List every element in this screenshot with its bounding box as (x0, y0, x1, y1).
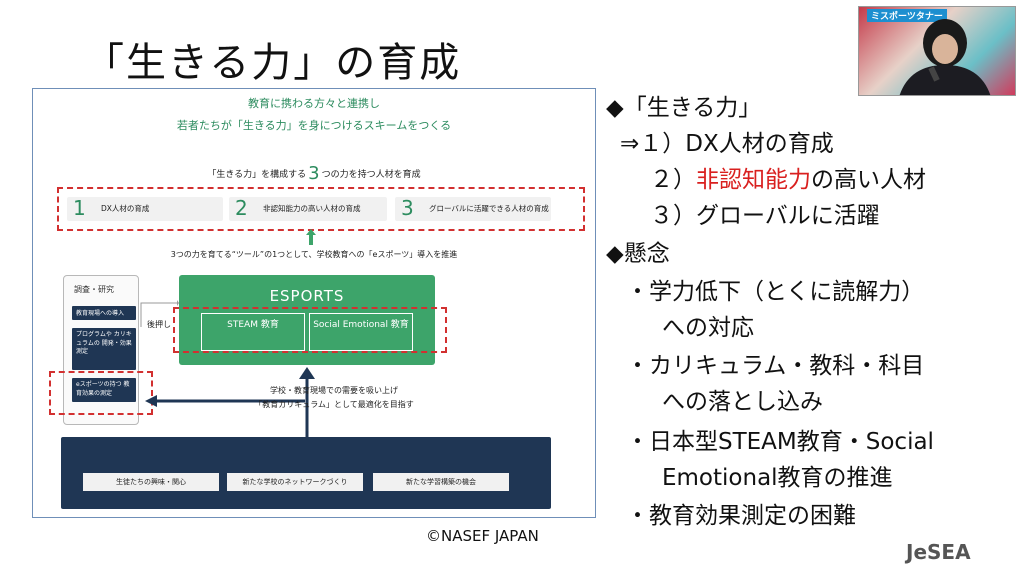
jesea-logo: JeSEA (906, 540, 971, 564)
foundation-panel: 生徒たちの興味・関心 新たな学校のネットワークづくり 新たな学習構築の機会 (61, 437, 551, 509)
point-heading-ikiru: ◆「生きる力」 (606, 95, 762, 121)
point-item-1: ⇒１）DX人材の育成 (620, 131, 834, 157)
point-item-2-prefix: ２） (650, 167, 696, 193)
foundation-item: 生徒たちの興味・関心 (83, 473, 219, 491)
social-emotional-box: Social Emotional 教育 (309, 313, 413, 351)
skill-label: グローバルに活躍できる人材の育成 (429, 204, 549, 213)
point-item-2: ２）非認知能力の高い人材 (650, 166, 926, 194)
skill-box-3: 3 グローバルに活躍できる人材の育成 (395, 196, 551, 221)
slide-title: 「生きる力」の育成 (84, 40, 462, 86)
up-arrow-icon (299, 367, 315, 437)
compose-pre: 「生きる力」を構成する (207, 170, 307, 180)
push-arrow-icon (140, 300, 179, 327)
research-item: 教育現場への導入 (72, 306, 136, 320)
research-title: 調査・研究 (74, 285, 114, 294)
concern-item-3: ・日本型STEAM教育・Social (626, 429, 934, 455)
esports-title: ESPORTS (269, 287, 345, 305)
steam-box: STEAM 教育 (201, 313, 305, 351)
concern-item-3-cont: Emotional教育の推進 (662, 465, 893, 491)
concern-item-4: ・教育効果測定の困難 (626, 503, 856, 529)
skill-label: DX人材の育成 (101, 204, 150, 213)
research-item: プログラムや カリキュラムの 開発・効果測定 (72, 328, 136, 370)
point-item-2-suffix: の高い人材 (811, 167, 926, 193)
concern-item-2-cont: への落とし込み (662, 389, 823, 415)
point-heading-concern: ◆懸念 (606, 241, 670, 267)
up-arrow-icon (306, 229, 316, 245)
skill-box-2: 2 非認知能力の高い人材の育成 (229, 196, 387, 221)
research-item: eスポーツの持つ 教育効果の測定 (72, 378, 136, 402)
foundation-item: 新たな学習構築の機会 (373, 473, 509, 491)
demand-line1: 学校・教育現場での需要を吸い上げ (270, 386, 398, 395)
diagram-header-line1: 教育に携わる方々と連携し (248, 97, 380, 110)
presenter-webcam: ミスポーツタナー (858, 6, 1016, 96)
point-item-2-highlight: 非認知能力 (696, 167, 811, 193)
skill-number: 3 (401, 196, 414, 220)
compose-post: つの力を持つ人材を育成 (321, 170, 421, 180)
webcam-banner: ミスポーツタナー (867, 9, 947, 22)
concern-item-1-cont: への対応 (662, 315, 754, 341)
skill-label: 非認知能力の高い人材の育成 (263, 204, 361, 213)
highlight-skills-dashed (57, 187, 585, 231)
esports-panel: ESPORTS STEAM 教育 Social Emotional 教育 (179, 275, 435, 365)
presenter-silhouette-icon (899, 19, 991, 95)
skill-box-1: 1 DX人材の育成 (67, 196, 223, 221)
research-panel: 調査・研究 教育現場への導入 プログラムや カリキュラムの 開発・効果測定 eス… (63, 275, 139, 425)
esports-education-diagram: 教育に携わる方々と連携し 若者たちが「生きる力」を身につけるスキームをつくる 「… (32, 88, 596, 518)
demand-line2: 「教育カリキュラム」として最適化を目指す (254, 400, 414, 409)
left-arrow-icon (145, 395, 305, 407)
copyright-credit: ©NASEF JAPAN (426, 527, 539, 545)
compose-number: 3 (308, 163, 320, 184)
tool-line: 3つの力を育てる“ツール”の1つとして、学校教育への「eスポーツ」導入を推進 (170, 250, 458, 259)
diagram-header-line2: 若者たちが「生きる力」を身につけるスキームをつくる (176, 119, 452, 132)
point-item-3: ３）グローバルに活躍 (650, 203, 880, 229)
concern-item-1: ・学力低下（とくに読解力） (626, 279, 925, 305)
skill-number: 1 (73, 196, 86, 220)
push-label: 後押し (147, 320, 171, 329)
concern-item-2: ・カリキュラム・教科・科目 (626, 353, 925, 379)
foundation-item: 新たな学校のネットワークづくり (227, 473, 363, 491)
skill-number: 2 (235, 196, 248, 220)
highlight-research-dashed (49, 371, 153, 415)
highlight-education-dashed (173, 307, 447, 353)
